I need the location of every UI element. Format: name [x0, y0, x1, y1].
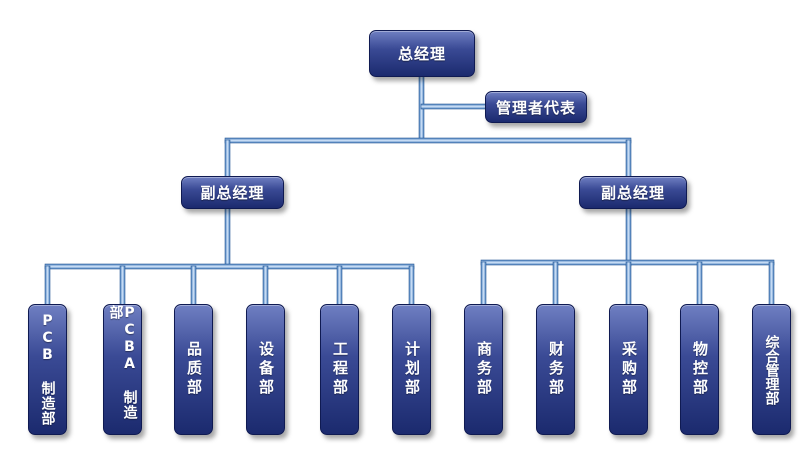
connector-left-drop-2 — [119, 265, 126, 307]
connector-left-drop-4 — [262, 265, 269, 307]
node-deputy-gm-left: 副总经理 — [181, 176, 284, 209]
connector-left-drop-6 — [408, 265, 415, 307]
node-dept-equipment: 设备部 — [246, 304, 285, 435]
node-dept-purchasing: 采购部 — [609, 304, 648, 435]
node-dept-general-management: 综合管理部 — [752, 304, 791, 435]
node-dept-pcb-manufacturing: PCB 制造部 — [28, 304, 67, 435]
node-general-manager: 总经理 — [369, 30, 475, 77]
connector-left-drop-3 — [190, 265, 197, 307]
connector-right-drop-1 — [480, 261, 487, 307]
connector-left-drop-1 — [44, 265, 51, 307]
node-dept-planning: 计划部 — [392, 304, 431, 435]
connector-drop-left-deputy — [224, 139, 231, 179]
connector-main-horizontal — [224, 137, 632, 144]
node-dept-pcba-manufacturing: PCBA 制造部 — [103, 304, 142, 435]
node-deputy-gm-right: 副总经理 — [579, 176, 687, 209]
connector-right-drop-4 — [696, 261, 703, 307]
connector-right-drop-5 — [768, 261, 775, 307]
node-dept-material-control: 物控部 — [680, 304, 719, 435]
connector-left-drop-5 — [336, 265, 343, 307]
connector-right-trunk — [625, 205, 632, 267]
connector-right-drop-3 — [625, 261, 632, 307]
connector-left-trunk — [224, 205, 231, 267]
node-dept-quality: 品质部 — [174, 304, 213, 435]
node-dept-finance: 财务部 — [536, 304, 575, 435]
node-management-representative: 管理者代表 — [485, 91, 587, 123]
connector-right-drop-2 — [552, 261, 559, 307]
node-dept-commerce: 商务部 — [464, 304, 503, 435]
connector-drop-right-deputy — [625, 139, 632, 179]
connector-mgmt-rep — [420, 103, 488, 110]
connector-left-horizontal — [44, 263, 415, 270]
node-dept-engineering: 工程部 — [320, 304, 359, 435]
